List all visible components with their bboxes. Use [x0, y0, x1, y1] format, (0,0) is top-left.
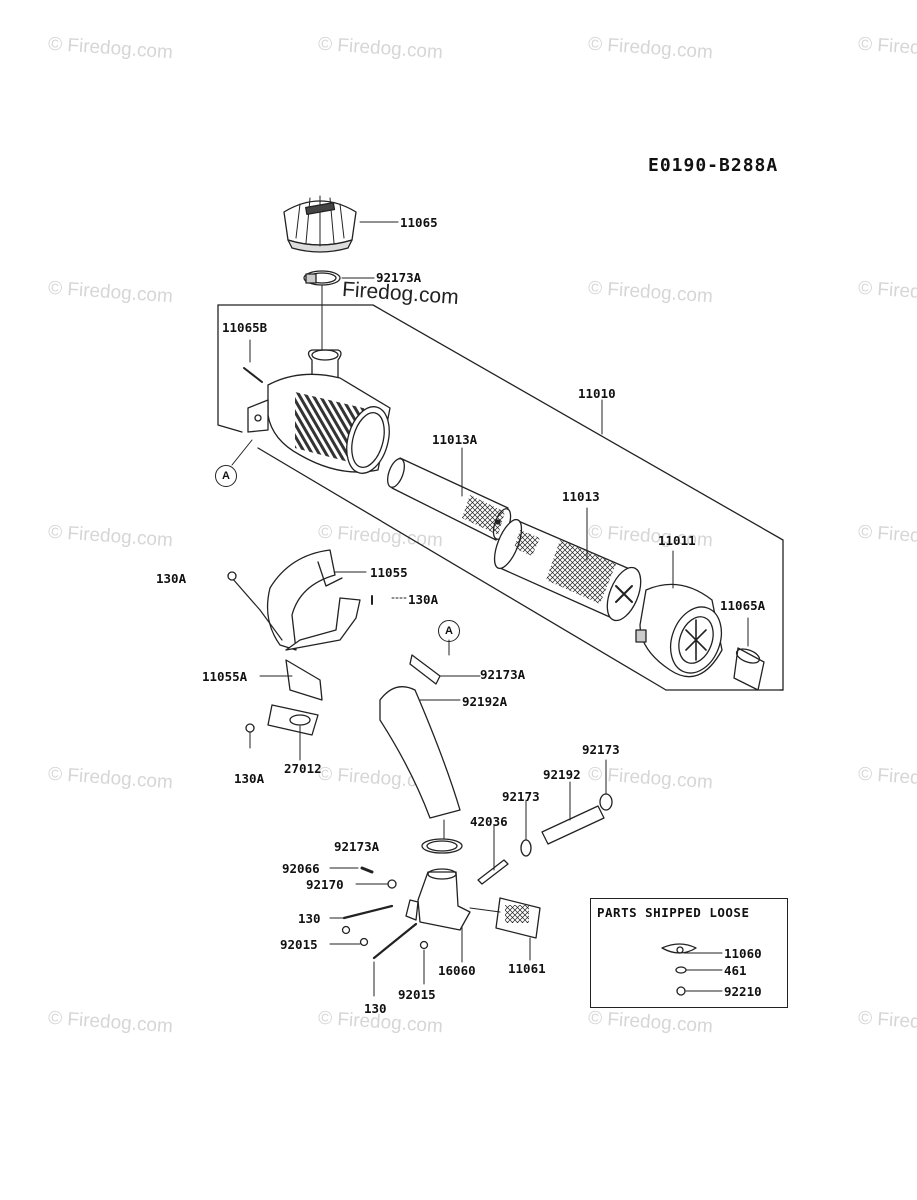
hose-92192A — [379, 686, 461, 819]
part-label: 27012 — [284, 761, 322, 776]
loose-part-11060 — [661, 943, 697, 954]
air-cleaner-housing — [247, 349, 391, 474]
part-label: 92173A — [480, 667, 526, 682]
assembly-bracket — [217, 304, 243, 433]
gasket-11061 — [495, 897, 541, 939]
part-label: 11065B — [222, 320, 268, 335]
loose-part-92210 — [676, 986, 686, 996]
tube-92192 — [541, 805, 605, 845]
bracket-11055A — [267, 597, 361, 736]
loose-part-label: 11060 — [724, 946, 762, 961]
hose-42036 — [477, 859, 509, 885]
clamp-92173A-low — [421, 838, 463, 854]
part-label: 11013 — [562, 489, 600, 504]
part-label: 92015 — [398, 987, 436, 1002]
loose-part-label: 461 — [724, 963, 747, 978]
elbow-16060 — [405, 868, 471, 931]
part-label: 92015 — [280, 937, 318, 952]
part-label: 11011 — [658, 533, 696, 548]
part-label: 130A — [234, 771, 265, 786]
cover-11011 — [635, 583, 723, 678]
part-label: 92192 — [543, 767, 581, 782]
part-label: 92173A — [376, 270, 422, 285]
part-label: 130A — [156, 571, 187, 586]
part-label: 92170 — [306, 877, 344, 892]
part-label: 11010 — [578, 386, 616, 401]
part-label: 130A — [408, 592, 439, 607]
part-label: 11061 — [508, 961, 546, 976]
parts-shipped-loose-title: PARTS SHIPPED LOOSE — [597, 905, 750, 920]
part-label: 11065 — [400, 215, 438, 230]
clamp-92173A-mid — [409, 654, 441, 685]
part-label: 92173 — [582, 742, 620, 757]
part-label: 92192A — [462, 694, 508, 709]
inner-filter-11013A — [387, 457, 512, 541]
assembly-bracket — [257, 447, 667, 691]
cap-11065 — [283, 195, 357, 253]
part-label: 92173A — [334, 839, 380, 854]
part-label: 130 — [298, 911, 321, 926]
part-label: 11055A — [202, 669, 248, 684]
part-label: 11065A — [720, 598, 766, 613]
diagram-code: E0190-B288A — [648, 155, 779, 176]
valve-11065A — [733, 647, 765, 691]
callout-a-lower: A — [438, 620, 460, 642]
loose-part-label: 92210 — [724, 984, 762, 999]
part-label: 11055 — [370, 565, 408, 580]
part-label: 42036 — [470, 814, 508, 829]
parts-shipped-loose-box: PARTS SHIPPED LOOSE — [590, 898, 788, 1008]
part-label: 130 — [364, 1001, 387, 1016]
part-label: 16060 — [438, 963, 476, 978]
outer-filter-11013 — [493, 518, 642, 622]
clamp-92173 — [520, 839, 532, 857]
part-label: 92066 — [282, 861, 320, 876]
clamp-92173-right — [599, 793, 613, 811]
clamp-92173A-top — [303, 270, 341, 286]
part-label: 92173 — [502, 789, 540, 804]
part-label: 11013A — [432, 432, 478, 447]
callout-a-top: A — [215, 465, 237, 487]
